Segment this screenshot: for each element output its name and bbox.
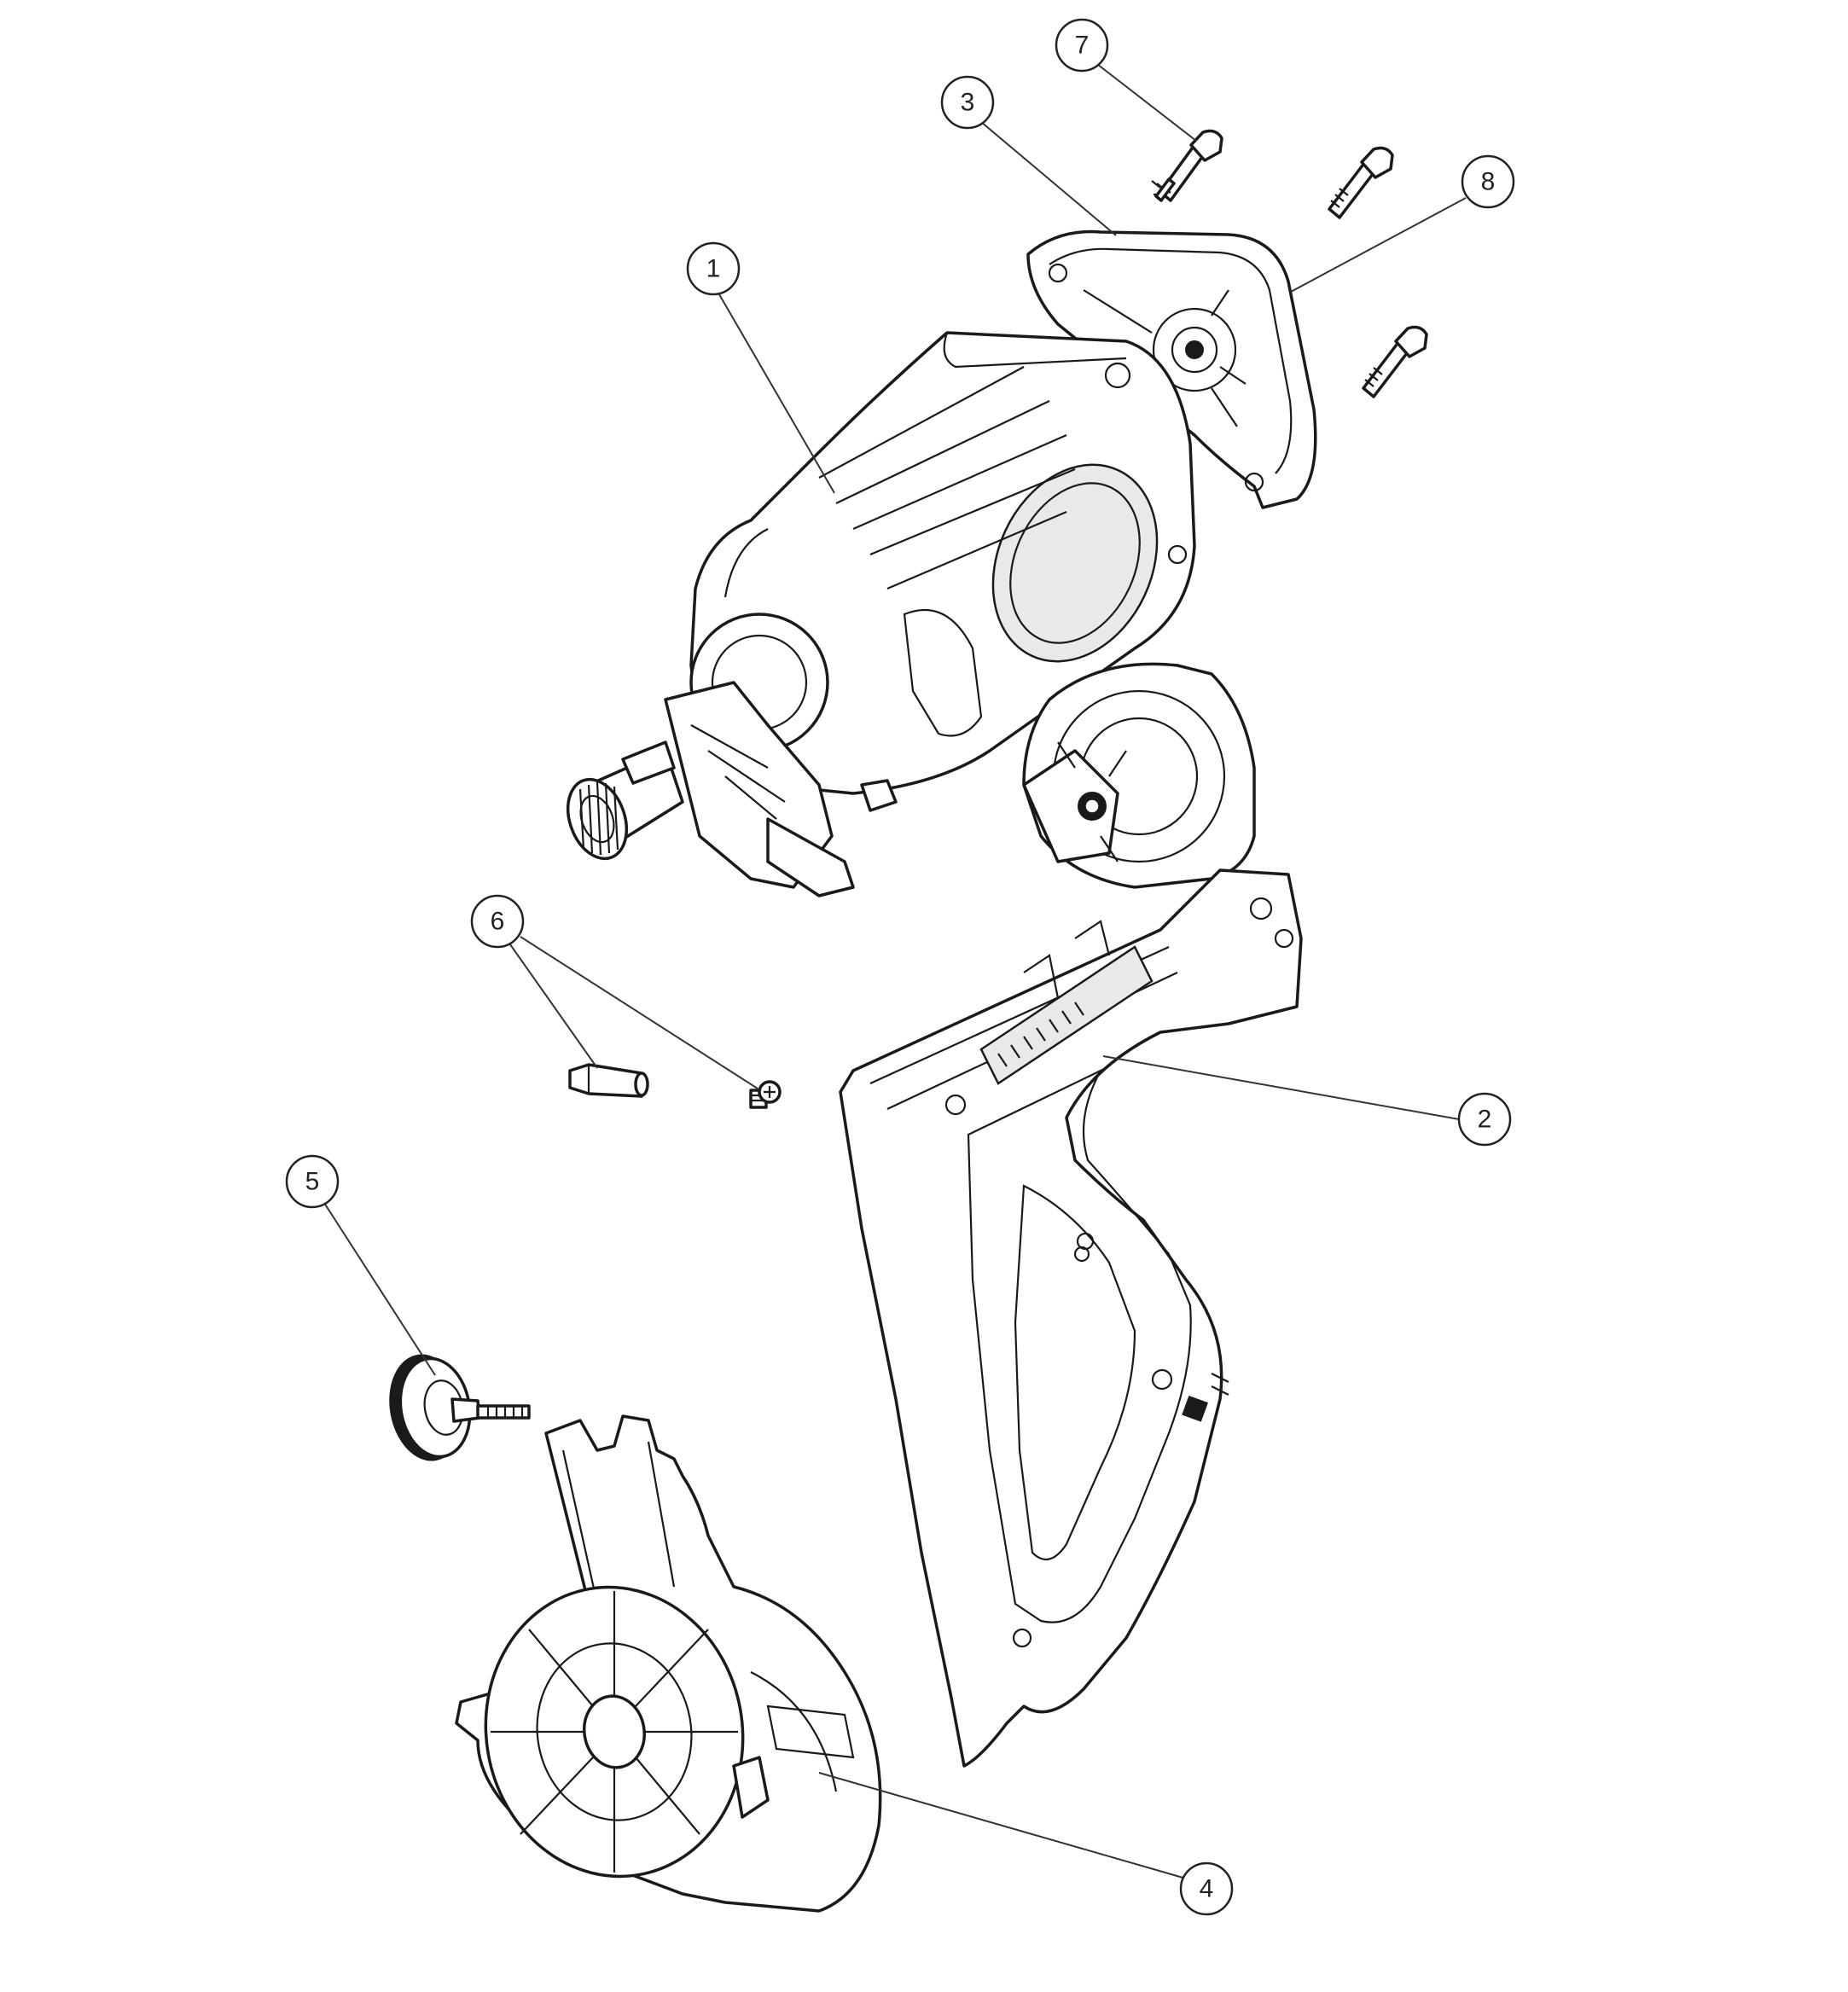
leader-5 (323, 1202, 436, 1376)
callout-label-6: 6 (491, 908, 505, 936)
part-knob (389, 1354, 531, 1461)
part-fan-shroud (455, 1414, 882, 1913)
leader-2 (1102, 1055, 1460, 1120)
part-screw-3 (1362, 325, 1428, 398)
callout-2: 2 (1457, 1092, 1512, 1147)
callout-label-1: 1 (706, 255, 721, 283)
callout-4: 4 (1179, 1861, 1234, 1916)
callout-7: 7 (1055, 18, 1109, 73)
part-screw-2 (1328, 146, 1394, 219)
callout-label-8: 8 (1481, 168, 1496, 196)
part-small-screw (749, 1080, 782, 1109)
callout-3: 3 (940, 75, 995, 130)
part-screw-1 (1151, 129, 1223, 202)
callout-label-5: 5 (305, 1168, 320, 1196)
leader-4 (818, 1772, 1187, 1879)
leader-8 (1290, 197, 1467, 293)
part-fan-assembly (1022, 662, 1256, 889)
leader-3 (980, 121, 1117, 236)
callout-1: 1 (686, 241, 741, 296)
callout-8: 8 (1461, 154, 1515, 209)
part-pin (568, 1063, 649, 1098)
part-handle-frame (839, 868, 1303, 1768)
callout-6: 6 (470, 894, 525, 949)
leader-1 (712, 283, 835, 494)
leader-6b (520, 936, 758, 1089)
part-motor-housing (566, 331, 1196, 897)
callout-5: 5 (285, 1154, 340, 1209)
callout-label-7: 7 (1075, 32, 1090, 60)
leader-7 (1093, 61, 1197, 142)
leader-lines (323, 61, 1467, 1879)
callout-label-4: 4 (1200, 1875, 1214, 1903)
callout-label-3: 3 (961, 89, 975, 117)
leader-6a (505, 938, 598, 1069)
callout-label-2: 2 (1478, 1106, 1492, 1134)
